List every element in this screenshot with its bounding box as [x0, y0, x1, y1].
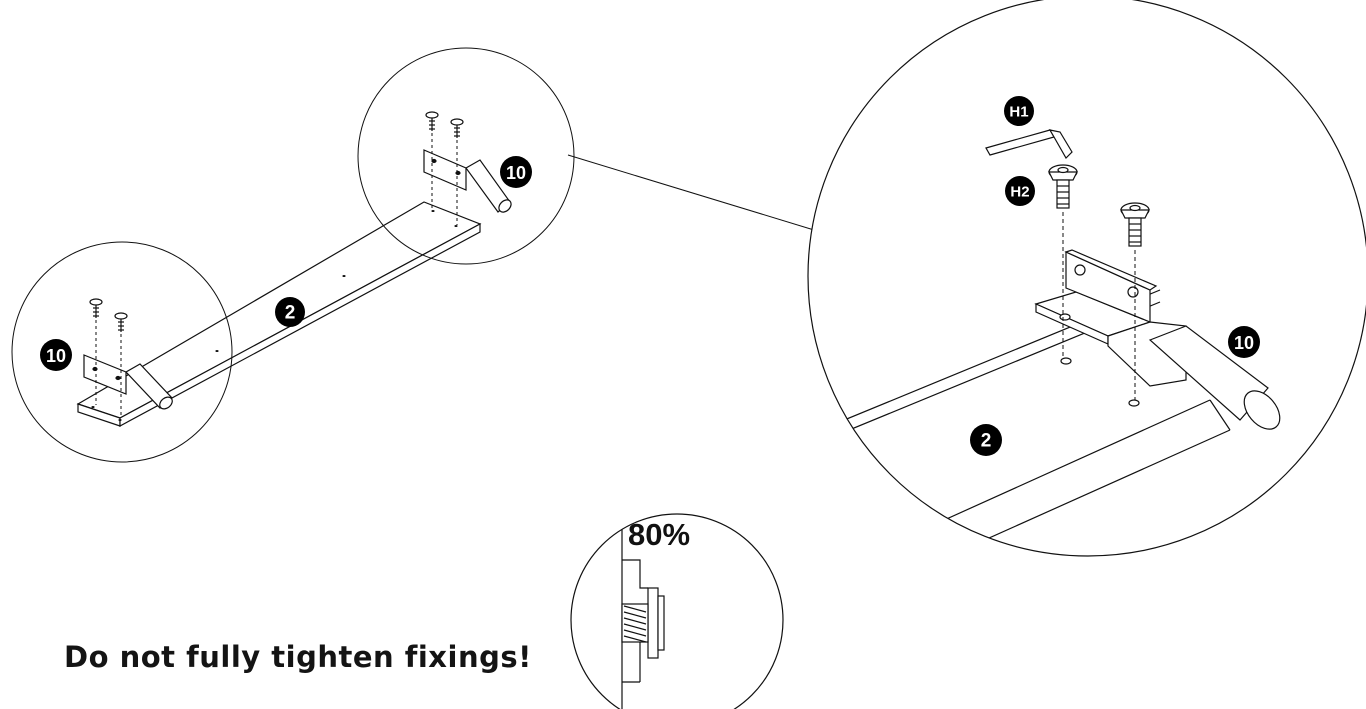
torque-detail-circle: [570, 513, 784, 709]
leg-left: [83, 354, 173, 410]
torque-detail-content: [621, 514, 665, 709]
badge-bolt: H2: [1005, 176, 1035, 206]
badge-leg-zoom-label: 10: [1234, 333, 1254, 353]
zoom-leader-line: [567, 154, 815, 231]
badge-leg-zoom: 10: [1228, 326, 1260, 358]
badge-leg-top: 10: [500, 156, 532, 188]
badge-hex-key-label: H1: [1009, 104, 1028, 121]
hex-key-drawing: [985, 129, 1073, 159]
badge-bolt-label: H2: [1010, 184, 1029, 201]
left-detail-circle: [11, 241, 233, 463]
badge-leg-left-label: 10: [46, 346, 66, 366]
badge-board-zoom: 2: [970, 424, 1002, 456]
dashed-guides-top: [431, 133, 458, 225]
screws-left: [89, 298, 128, 332]
badge-board-main: 2: [275, 297, 305, 327]
badge-leg-top-label: 10: [506, 163, 526, 183]
torque-percentage: 80%: [628, 517, 690, 552]
badge-leg-left: 10: [40, 339, 72, 371]
screws-top: [425, 111, 464, 138]
dashed-guides-left: [95, 320, 122, 418]
top-detail-circle: [357, 47, 575, 265]
badge-board-zoom-label: 2: [981, 431, 992, 452]
badge-board-main-label: 2: [285, 303, 296, 324]
leg-top: [423, 149, 512, 213]
badge-hex-key: H1: [1004, 96, 1034, 126]
zoom-detail-content: [819, 129, 1281, 556]
warning-text: Do not fully tighten fixings!: [64, 640, 532, 674]
